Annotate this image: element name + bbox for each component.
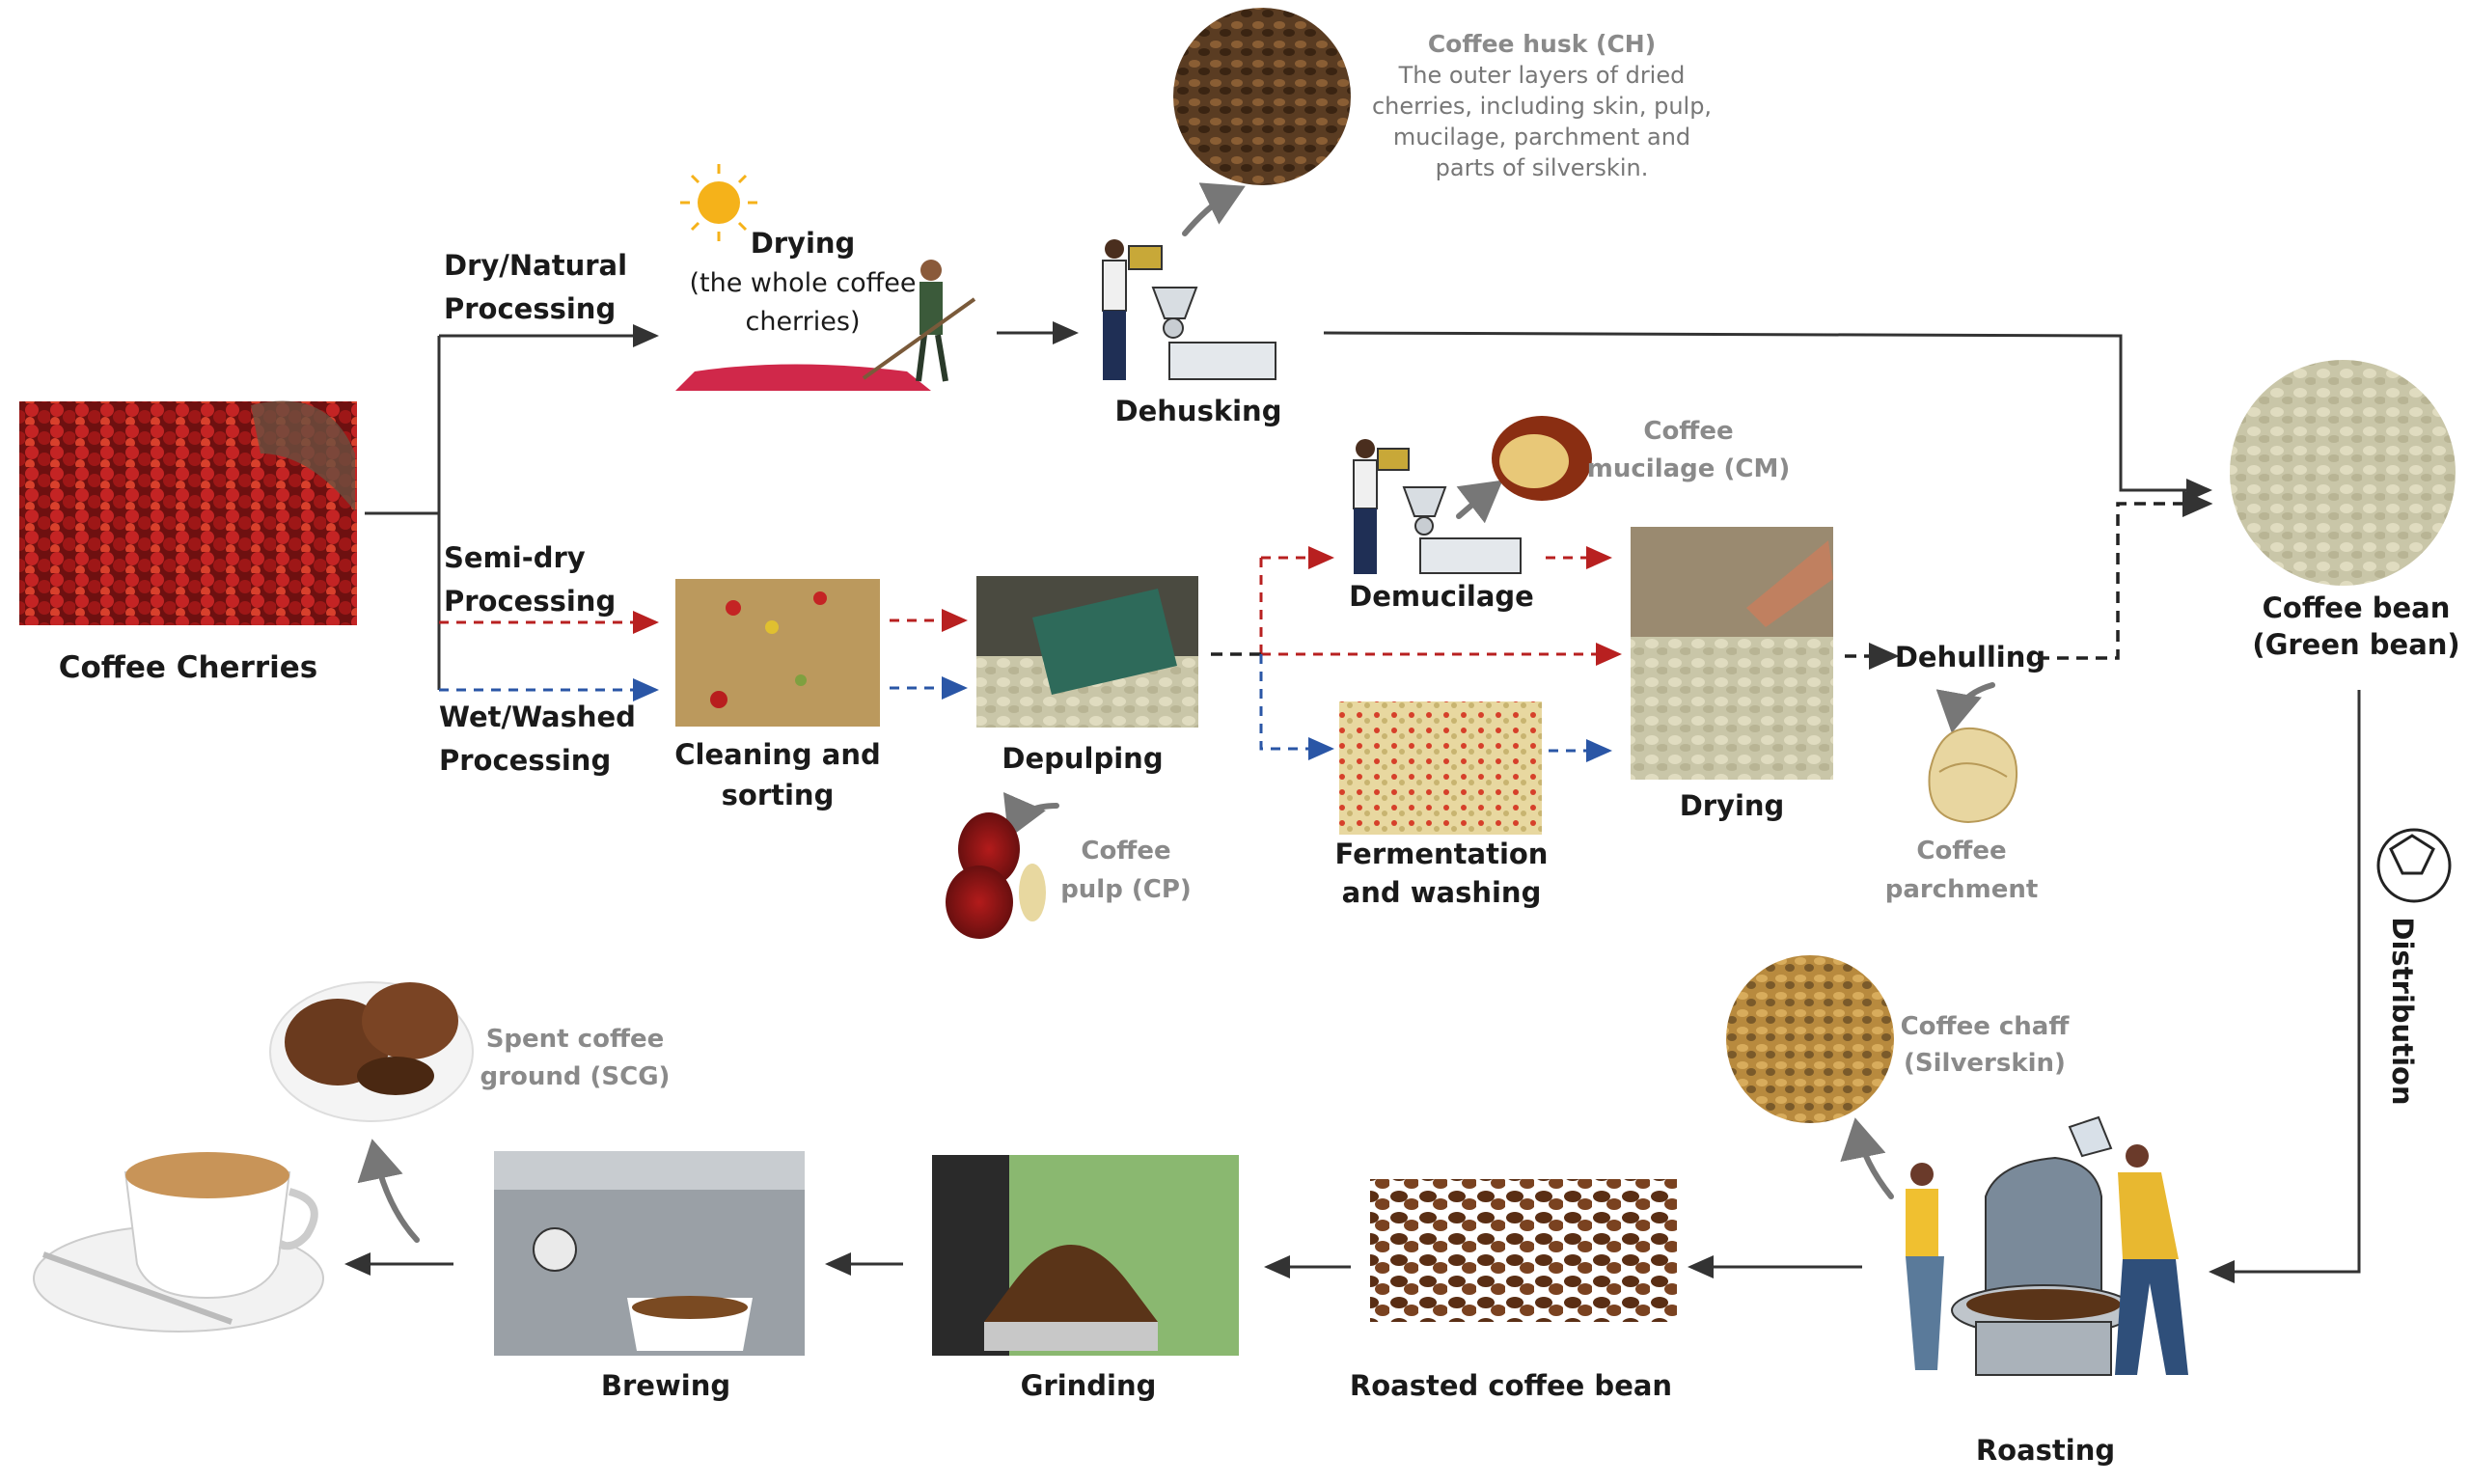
semi-dry-branch-label: Semi-dry Processing <box>444 541 616 618</box>
svg-text:cherries, including skin, pulp: cherries, including skin, pulp, <box>1372 93 1712 120</box>
svg-text:Spent coffee: Spent coffee <box>486 1025 665 1054</box>
demucilage-machine-illustration <box>1353 439 1522 574</box>
svg-text:Coffee husk (CH): Coffee husk (CH) <box>1428 30 1656 58</box>
fermentation-washing-label: Fermentation and washing <box>1335 838 1549 909</box>
svg-text:(Silverskin): (Silverskin) <box>1904 1049 2066 1078</box>
svg-text:Processing: Processing <box>439 744 611 777</box>
svg-text:mucilage (CM): mucilage (CM) <box>1587 454 1790 483</box>
drying-whole-label: Drying (the whole coffee cherries) <box>689 227 916 337</box>
spent-coffee-image <box>269 981 474 1122</box>
drying-image <box>1631 527 1833 780</box>
distribution-arrow <box>2209 690 2361 1283</box>
svg-text:Coffee: Coffee <box>1081 837 1170 866</box>
to-fermentation-arrow <box>1259 654 1334 760</box>
svg-text:Coffee: Coffee <box>1916 837 2006 866</box>
svg-text:mucilage, parchment and: mucilage, parchment and <box>1393 124 1690 151</box>
svg-text:Coffee bean: Coffee bean <box>2263 591 2451 624</box>
green-bean-label: Coffee bean (Green bean) <box>2252 591 2459 661</box>
coffee-cup-icon <box>33 1152 324 1333</box>
wet-branch-label: Wet/Washed Processing <box>439 701 636 777</box>
coffee-parchment-note: Coffee parchment <box>1885 837 2039 904</box>
spent-coffee-note: Spent coffee ground (SCG) <box>480 1025 671 1091</box>
svg-text:ground (SCG): ground (SCG) <box>480 1062 671 1091</box>
depulping-label: Depulping <box>1002 742 1163 775</box>
roasting-label: Roasting <box>1976 1434 2115 1467</box>
roasted-bean-label: Roasted coffee bean <box>1350 1369 1672 1402</box>
coffee-mucilage-note: Coffee mucilage (CM) <box>1587 417 1790 483</box>
drying-label: Drying <box>1680 789 1785 822</box>
coffee-pulp-image <box>946 812 1046 939</box>
svg-text:Fermentation: Fermentation <box>1335 838 1549 870</box>
pulp-curved-arrow <box>1002 791 1059 839</box>
svg-text:Wet/Washed: Wet/Washed <box>439 701 636 733</box>
svg-text:parts of silverskin.: parts of silverskin. <box>1436 154 1649 181</box>
coffee-chaff-image <box>1726 955 1894 1123</box>
green-bean-image <box>2230 360 2456 586</box>
dehulling-to-green-bean-arrow <box>2038 490 2213 660</box>
coffee-mucilage-image <box>1492 416 1592 501</box>
svg-text:cherries): cherries) <box>745 307 860 337</box>
svg-text:Processing: Processing <box>444 585 616 618</box>
svg-text:parchment: parchment <box>1885 875 2039 904</box>
grinding-image <box>932 1155 1239 1356</box>
distribution-label: Distribution <box>2386 917 2419 1105</box>
svg-text:and washing: and washing <box>1342 876 1542 909</box>
recycle-globe-icon <box>2376 828 2452 903</box>
svg-text:(the whole coffee: (the whole coffee <box>689 268 916 298</box>
cleaning-sorting-image <box>675 579 880 727</box>
mucilage-curved-arrow <box>1456 480 1503 524</box>
sun-icon <box>680 164 757 241</box>
dehusking-label: Dehusking <box>1115 395 1282 427</box>
svg-text:The outer layers of dried: The outer layers of dried <box>1398 62 1686 89</box>
cleaning-sorting-label: Cleaning and sorting <box>674 738 881 811</box>
demucilage-label: Demucilage <box>1349 580 1534 613</box>
chaff-curved-arrow <box>1840 1117 1894 1199</box>
brewing-image <box>494 1151 805 1356</box>
dehulling-label: Dehulling <box>1895 641 2045 673</box>
roasted-beans-image <box>1370 1179 1677 1322</box>
depulping-image <box>976 576 1198 728</box>
coffee-husk-note: Coffee husk (CH) The outer layers of dri… <box>1372 30 1712 181</box>
svg-text:sorting: sorting <box>722 779 835 811</box>
svg-text:pulp (CP): pulp (CP) <box>1060 875 1192 904</box>
spent-grounds-curved-arrow <box>357 1139 420 1243</box>
svg-text:Coffee chaff: Coffee chaff <box>1901 1012 2071 1041</box>
grinding-label: Grinding <box>1021 1369 1157 1402</box>
dehusk-to-green-bean-arrow <box>1323 331 2212 502</box>
svg-text:Dry/Natural: Dry/Natural <box>444 249 627 282</box>
fermentation-washing-image <box>1339 701 1542 835</box>
svg-text:Drying: Drying <box>751 227 856 260</box>
svg-text:Semi-dry: Semi-dry <box>444 541 586 574</box>
dry-branch-label: Dry/Natural Processing <box>444 249 627 325</box>
husk-curved-arrow <box>1182 182 1246 236</box>
coffee-husk-image <box>1173 8 1351 185</box>
svg-text:(Green bean): (Green bean) <box>2252 628 2459 661</box>
svg-text:Cleaning and: Cleaning and <box>674 738 881 771</box>
coffee-cherries-label: Coffee Cherries <box>59 650 318 685</box>
brewing-label: Brewing <box>601 1369 730 1402</box>
coffee-pulp-note: Coffee pulp (CP) <box>1060 837 1192 904</box>
drying-farmer-illustration <box>675 260 976 391</box>
svg-text:Processing: Processing <box>444 292 616 325</box>
coffee-parchment-image <box>1928 727 2018 824</box>
parchment-curved-arrow <box>1935 682 1995 733</box>
dehusking-machine-illustration <box>1102 239 1276 380</box>
svg-text:Coffee: Coffee <box>1643 417 1733 446</box>
roasting-illustration <box>1906 1115 2188 1376</box>
coffee-cherries-image <box>19 400 357 625</box>
coffee-chaff-note: Coffee chaff (Silverskin) <box>1901 1012 2071 1078</box>
